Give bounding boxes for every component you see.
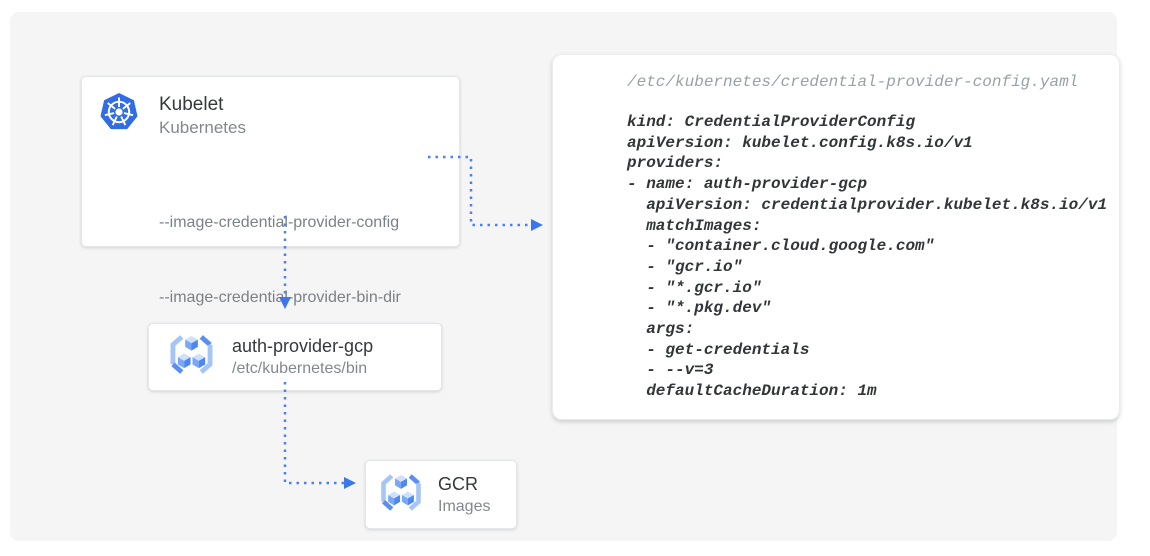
kubernetes-icon (99, 92, 139, 137)
code-line: defaultCacheDuration: 1m (627, 382, 877, 401)
kubelet-title: Kubelet (159, 94, 224, 115)
gcr-icon (167, 334, 216, 380)
code-line: args: (627, 320, 695, 339)
code-line: - "container.cloud.google.com" (627, 237, 935, 256)
config-yaml-code: kind: CredentialProviderConfig apiVersio… (627, 112, 1107, 402)
code-line: apiVersion: credentialprovider.kubelet.k… (627, 195, 1108, 214)
code-line: kind: CredentialProviderConfig (627, 113, 916, 131)
auth-provider-title: auth-provider-gcp (232, 336, 374, 356)
gcr-node: GCR Images (365, 460, 517, 529)
code-line: - --v=3 (627, 361, 714, 380)
config-code-panel: /etc/kubernetes/credential-provider-conf… (552, 54, 1120, 420)
kubelet-subtitle: Kubernetes (159, 118, 246, 137)
kubelet-node: Kubelet Kubernetes --image-credential-pr… (81, 76, 460, 306)
gcr-subtitle: Images (438, 497, 491, 515)
diagram-canvas: Kubelet Kubernetes --image-credential-pr… (10, 12, 1120, 541)
auth-provider-node: auth-provider-gcp /etc/kubernetes/bin (148, 323, 442, 391)
gcr-icon (378, 473, 424, 517)
kubelet-flag-config: --image-credential-provider-config (159, 214, 400, 231)
gcr-title: GCR (438, 473, 478, 494)
code-line: providers: (627, 154, 724, 173)
code-line: - "*.gcr.io" (627, 278, 762, 297)
code-line: - name: auth-provider-gcp (627, 175, 868, 194)
auth-provider-subtitle: /etc/kubernetes/bin (232, 360, 368, 377)
code-line: - "*.pkg.dev" (627, 299, 772, 318)
config-file-path: /etc/kubernetes/credential-provider-conf… (627, 73, 1079, 91)
code-line: - get-credentials (627, 340, 810, 359)
code-line: apiVersion: kubelet.config.k8s.io/v1 (627, 133, 973, 152)
code-line: matchImages: (627, 216, 762, 235)
code-line: - "gcr.io" (627, 257, 743, 276)
kubelet-flag-bin-dir: --image-credential-provider-bin-dir (159, 289, 401, 306)
